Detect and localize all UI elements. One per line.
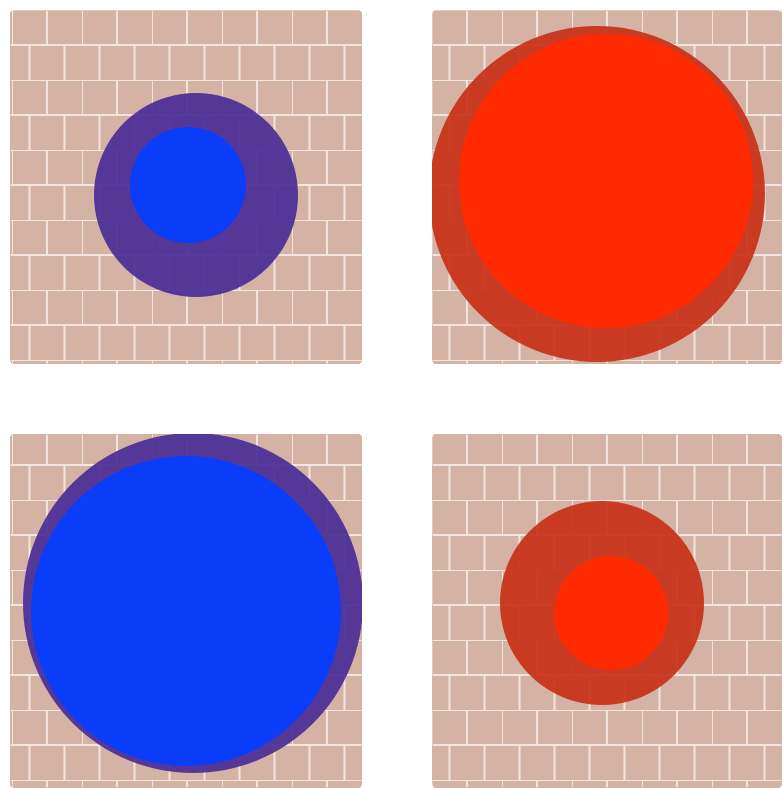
inner-disc-top-right [459, 34, 753, 328]
inner-disc-bottom-right [554, 556, 668, 670]
panel-bottom-right [432, 434, 782, 788]
inner-disc-bottom-left [31, 456, 341, 766]
inner-disc-top-left [130, 127, 246, 243]
panel-top-right [429, 10, 782, 364]
panel-top-left [10, 10, 362, 364]
panel-bottom-left [10, 433, 363, 788]
